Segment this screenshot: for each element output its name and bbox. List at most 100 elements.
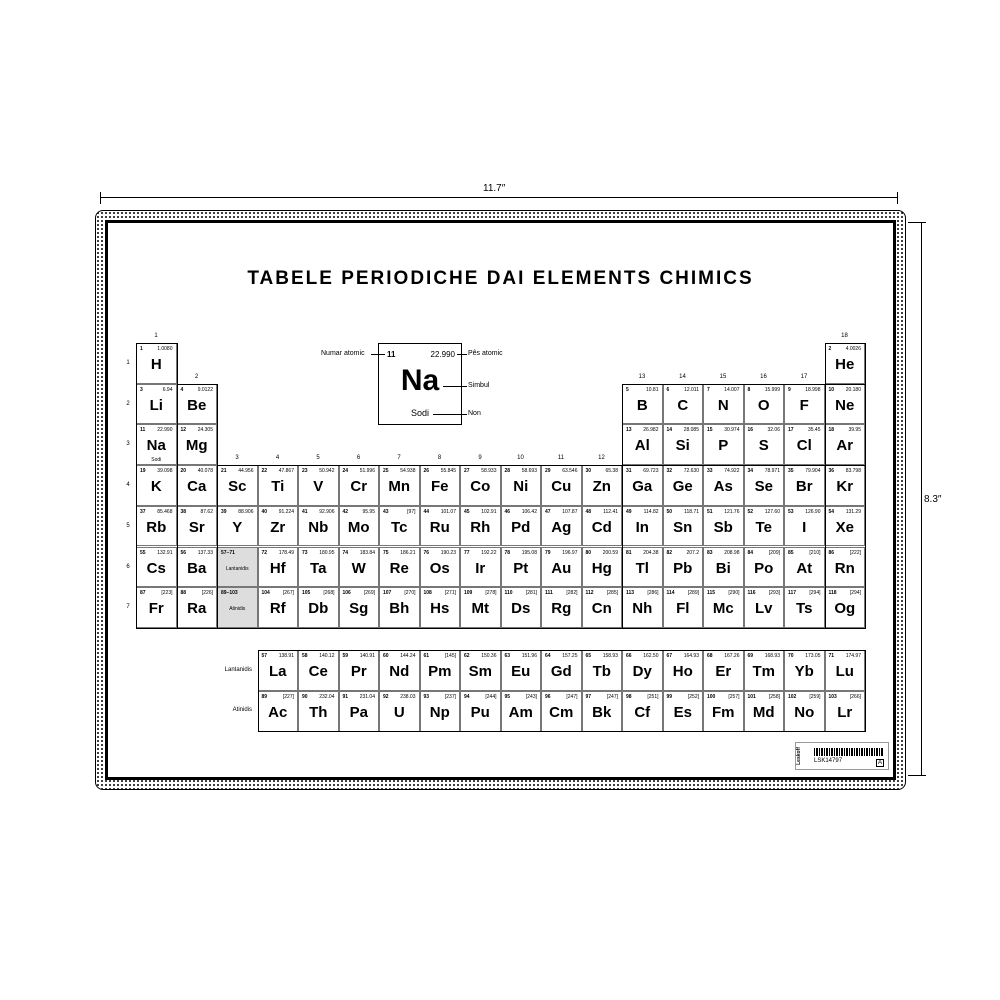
atomic-weight: [210] — [809, 549, 821, 556]
atomic-weight: 54.938 — [400, 468, 416, 475]
period-label: 7 — [126, 604, 130, 611]
atomic-number: 46 — [504, 508, 511, 515]
legend-leader — [457, 354, 467, 355]
atomic-number: 50 — [666, 508, 673, 515]
atomic-number: 60 — [383, 653, 389, 659]
element-symbol: Na — [146, 437, 166, 455]
atomic-weight: 14.007 — [724, 386, 740, 393]
element-symbol: Np — [429, 704, 450, 721]
element-symbol: No — [794, 704, 815, 721]
atomic-weight: 140.91 — [359, 653, 375, 659]
atomic-weight: 85.468 — [157, 508, 173, 515]
atomic-number: 22 — [261, 468, 268, 475]
atomic-number: 1 — [140, 346, 143, 352]
atomic-weight: 140.12 — [319, 653, 335, 659]
period-label: 5 — [126, 522, 130, 529]
atomic-number: 96 — [545, 694, 551, 700]
atomic-weight: 195.08 — [521, 549, 537, 556]
atomic-weight: 174.97 — [845, 653, 861, 659]
atomic-weight: 186.21 — [400, 549, 416, 556]
atomic-number: 28 — [504, 468, 511, 475]
atomic-number: 103 — [828, 694, 837, 700]
atomic-number: 5 — [626, 386, 629, 393]
atomic-weight: 106.42 — [521, 508, 537, 515]
atomic-weight: 107.87 — [562, 508, 578, 515]
atomic-weight: 69.723 — [643, 468, 659, 475]
atomic-weight: 207.2 — [686, 549, 699, 556]
atomic-number: 16 — [747, 427, 754, 434]
element-symbol: Mn — [388, 478, 411, 496]
atomic-weight: 200.59 — [602, 549, 618, 556]
row-label-actinides: Atinidis — [232, 707, 252, 713]
atomic-number: 54 — [828, 508, 835, 515]
atomic-weight: [237] — [444, 694, 456, 700]
atomic-weight: [281] — [525, 590, 537, 597]
legend-leader — [433, 414, 467, 415]
group-label: 15 — [719, 373, 727, 380]
element-symbol: H — [150, 356, 162, 373]
element-symbol: Bk — [592, 704, 612, 721]
atomic-number: 41 — [302, 508, 308, 515]
atomic-weight: 55.845 — [440, 468, 456, 475]
atomic-number: 106 — [342, 590, 351, 597]
atomic-weight: 63.546 — [562, 468, 578, 475]
atomic-weight: 183.84 — [359, 549, 375, 556]
element-symbol: Tc — [391, 518, 408, 536]
element-symbol: Fl — [676, 600, 690, 618]
atomic-weight: [227] — [282, 694, 294, 700]
element-symbol: O — [757, 396, 770, 414]
atomic-number: 47 — [545, 508, 551, 515]
element-symbol: Sn — [673, 518, 693, 536]
group-label: 14 — [679, 373, 686, 380]
atomic-weight: 28.085 — [683, 427, 699, 434]
atomic-weight: 168.93 — [764, 653, 780, 659]
element-symbol: S — [758, 437, 769, 455]
atomic-weight: [266] — [849, 694, 861, 700]
element-symbol: Po — [754, 559, 774, 577]
atomic-weight: 72.630 — [683, 468, 699, 475]
atomic-number: 84 — [747, 549, 754, 556]
atomic-weight: [145] — [444, 653, 456, 659]
atomic-number: 57 — [261, 653, 268, 659]
atomic-number: 107 — [383, 590, 392, 597]
atomic-weight: [270] — [404, 590, 416, 597]
range: 89–103 — [221, 590, 238, 597]
width-dimension-tick-left — [100, 192, 101, 204]
atomic-weight: 192.22 — [481, 549, 497, 556]
atomic-weight: 50.942 — [319, 468, 335, 475]
element-symbol: Nh — [632, 600, 653, 618]
legend-label-number: Numar atomic — [321, 350, 365, 357]
atomic-number: 4 — [180, 386, 184, 393]
element-symbol: Fm — [712, 704, 735, 721]
atomic-number: 111 — [545, 590, 553, 597]
element-symbol: Te — [755, 518, 772, 536]
atomic-weight: 178.49 — [278, 549, 294, 556]
atomic-weight: [252] — [687, 694, 699, 700]
atomic-weight: 150.36 — [481, 653, 497, 659]
atomic-number: 85 — [788, 549, 794, 556]
atomic-number: 53 — [788, 508, 794, 515]
atomic-weight: 132.91 — [157, 549, 173, 556]
element-symbol: Sg — [349, 600, 369, 618]
atomic-weight: [259] — [809, 694, 821, 700]
element-symbol: K — [150, 478, 162, 496]
atomic-weight: 164.93 — [683, 653, 699, 659]
element-symbol: Ho — [672, 663, 693, 680]
